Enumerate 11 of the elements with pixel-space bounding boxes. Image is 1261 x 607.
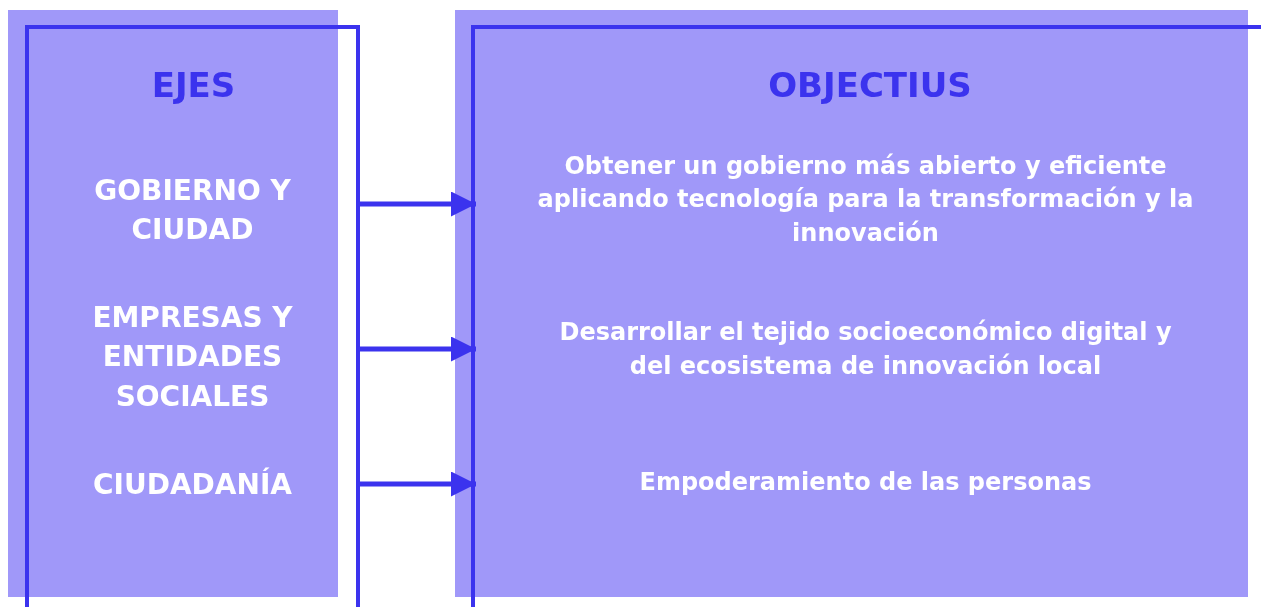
objective-text: Desarrollar el tejido socioeconómico digital y del ecosistema de innovación local: [558, 317, 1173, 382]
axis-label: GOBIERNO Y CIUDAD: [93, 172, 292, 248]
arrow: [358, 336, 476, 362]
axis-label: EMPRESAS Y ENTIDADES SOCIALES: [91, 300, 294, 415]
axis-label: CIUDADANÍA: [91, 466, 294, 504]
arrow: [358, 471, 476, 497]
objective-text: Empoderamiento de las personas: [638, 467, 1093, 499]
objective-text: Obtener un gobierno más abierto y eficiente aplicando tecnología para la transformación y la innovación: [536, 150, 1195, 249]
panel-heading: EJES: [150, 65, 237, 105]
panel-heading: OBJECTIUS: [767, 65, 973, 105]
arrow: [358, 191, 476, 217]
